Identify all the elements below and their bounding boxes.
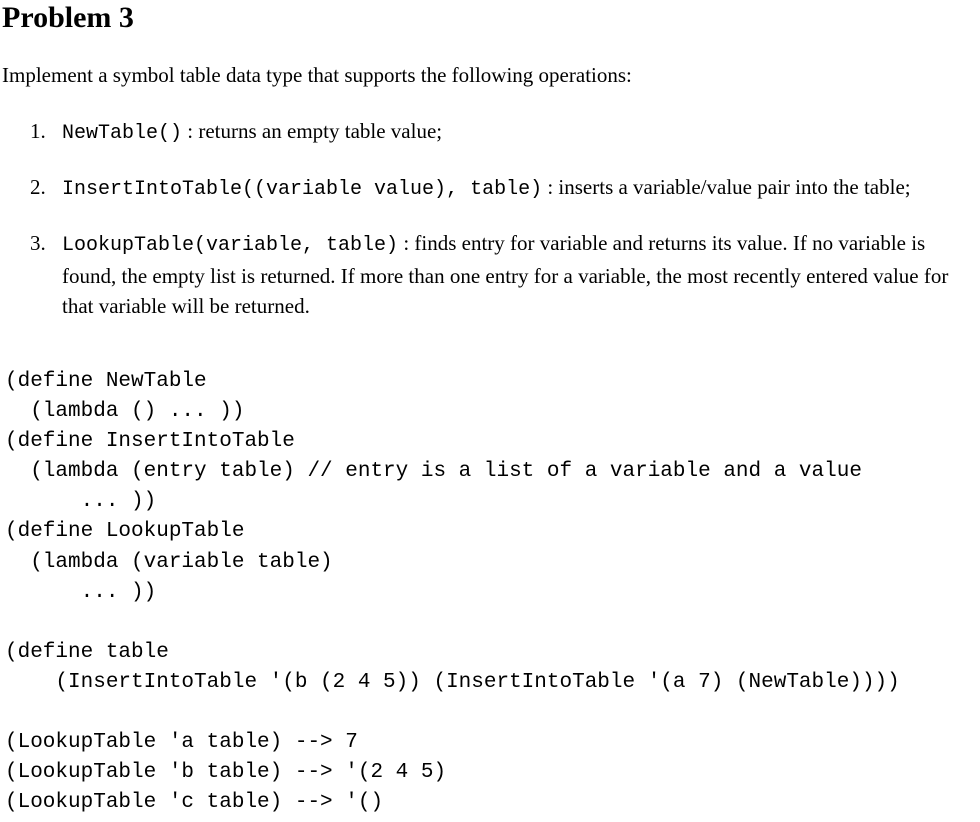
operation-signature: InsertIntoTable((variable value), table) xyxy=(62,178,543,201)
code-line: ... )) xyxy=(5,490,157,514)
code-line: (define LookupTable xyxy=(5,520,245,544)
item-number: 2. xyxy=(30,175,46,199)
operation-item: 1. NewTable() : returns an empty table v… xyxy=(30,116,980,149)
code-line: (InsertIntoTable '(b (2 4 5)) (InsertInt… xyxy=(5,670,900,694)
operation-signature: LookupTable(variable, table) xyxy=(62,234,399,257)
problem-title: Problem 3 xyxy=(2,1,134,34)
intro-paragraph: Implement a symbol table data type that … xyxy=(2,63,632,87)
code-line: (lambda () ... )) xyxy=(5,400,245,424)
operation-item: 2. InsertIntoTable((variable value), tab… xyxy=(30,172,980,205)
operation-item: 3. LookupTable(variable, table) : finds … xyxy=(30,228,980,321)
item-number: 3. xyxy=(30,231,46,255)
operations-list: 1. NewTable() : returns an empty table v… xyxy=(30,116,980,344)
item-number: 1. xyxy=(30,119,46,143)
code-line: (define table xyxy=(5,640,169,664)
operation-description: : inserts a variable/value pair into the… xyxy=(542,175,911,199)
code-line: (lambda (variable table) xyxy=(5,550,333,574)
code-block: (define NewTable (lambda () ... )) (defin… xyxy=(5,367,900,818)
operation-description: : finds entry for variable and returns i… xyxy=(62,231,949,318)
code-line: (LookupTable 'b table) --> '(2 4 5) xyxy=(5,761,447,785)
code-line xyxy=(5,698,900,728)
operation-description: : returns an empty table value; xyxy=(182,119,443,143)
code-line: (define NewTable xyxy=(5,370,207,393)
code-line: ... )) xyxy=(5,580,157,604)
code-line: (LookupTable 'c table) --> '() xyxy=(5,791,384,815)
operation-signature: NewTable() xyxy=(62,122,183,145)
code-line: (lambda (entry table) // entry is a list… xyxy=(5,460,862,484)
code-line: (LookupTable 'a table) --> 7 xyxy=(5,731,358,755)
code-line: (define InsertIntoTable xyxy=(5,430,295,454)
code-line xyxy=(5,608,900,638)
